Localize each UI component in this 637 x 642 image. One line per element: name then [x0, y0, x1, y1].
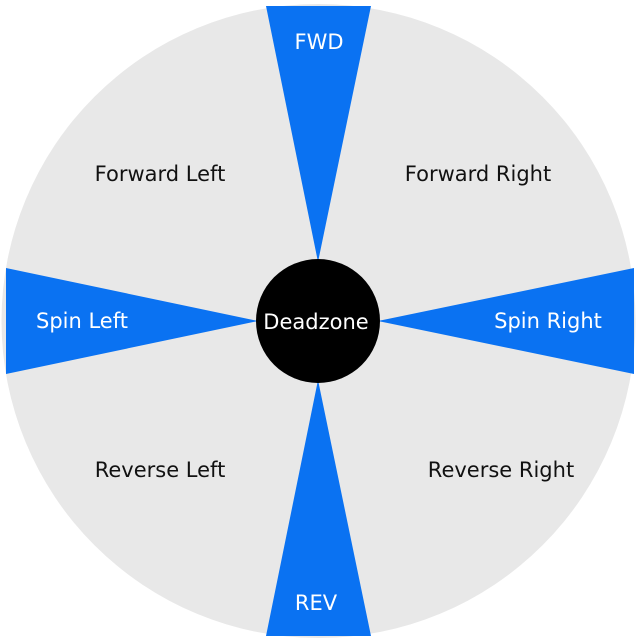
reverse-right-label: Reverse Right	[428, 458, 574, 482]
rev-wedge	[266, 380, 371, 636]
reverse-left-label: Reverse Left	[95, 458, 226, 482]
spin-right-label: Spin Right	[494, 309, 602, 333]
fwd-wedge	[266, 6, 371, 262]
forward-left-label: Forward Left	[95, 162, 226, 186]
fwd-label: FWD	[294, 30, 343, 54]
spin-left-wedge	[6, 268, 258, 374]
rev-label: REV	[295, 591, 338, 615]
deadzone-label: Deadzone	[263, 310, 368, 334]
deadzone-circle	[256, 259, 380, 383]
spin-left-label: Spin Left	[36, 309, 128, 333]
spin-right-wedge	[378, 268, 634, 374]
forward-right-label: Forward Right	[405, 162, 551, 186]
